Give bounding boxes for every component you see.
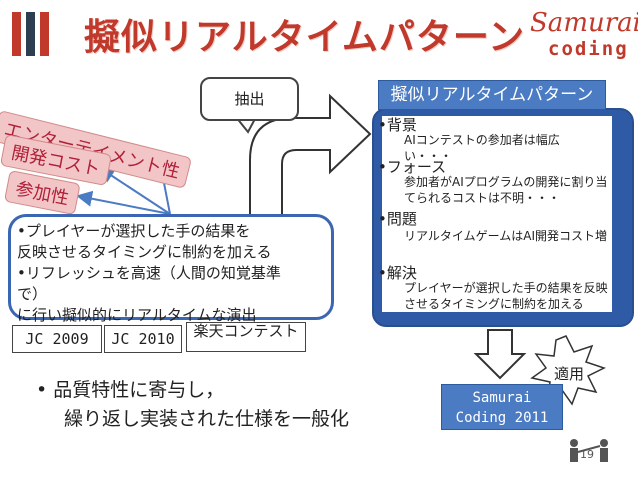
section-text-force: 参加者がAIプログラムの開発に割り当てられるコストは不明・・・ <box>404 175 608 205</box>
section-heading-solution: •解決 <box>378 264 417 282</box>
section-text-problem: リアルタイムゲームはAI開発コスト増 <box>404 229 608 243</box>
bottom-bullet-line2: 繰り返し実装された仕様を一般化 <box>64 408 350 430</box>
description-line: •リフレッシュを高速（人間の知覚基準 <box>17 264 281 282</box>
description-line: •プレイヤーが選択した手の結果を <box>17 222 251 240</box>
pattern-panel: •背景 AIコンテストの参加者は幅広い・・・ •フォース 参加者がAIプログラム… <box>372 108 634 327</box>
description-line: 反映させるタイミングに制約を加える <box>17 243 272 261</box>
apply-label: 適用 <box>554 365 585 383</box>
pattern-description-box: •プレイヤーが選択した手の結果を 反映させるタイミングに制約を加える •リフレッ… <box>8 214 334 324</box>
extract-callout: 抽出 <box>200 77 299 121</box>
title-bar-1 <box>12 12 21 56</box>
contest-jc2009: JC 2009 <box>12 325 102 353</box>
description-line: で） <box>17 285 48 303</box>
contest-jc2010: JC 2010 <box>104 325 182 353</box>
logo-line1: Samurai <box>530 8 638 38</box>
samurai-coding-logo: Samurai coding <box>530 8 638 62</box>
arrow-to-participation <box>76 190 171 215</box>
title-bar-2 <box>26 12 35 56</box>
section-text-solution: プレイヤーが選択した手の結果を反映させるタイミングに制約を加える <box>404 281 608 311</box>
bottom-bullet-line1: • 品質特性に寄与し， <box>36 379 225 401</box>
title-bar-3 <box>40 12 49 56</box>
samurai-box-line2: Coding 2011 <box>455 410 549 426</box>
description-line: に行い擬似的にリアルタイムな演出 <box>17 306 257 324</box>
section-heading-background: •背景 <box>378 116 417 134</box>
samurai-figures-icon <box>570 439 608 462</box>
section-heading-force: •フォース <box>378 158 447 176</box>
page-number: 19 <box>580 448 594 461</box>
slide-title: 擬似リアルタイムパターン <box>84 16 526 58</box>
samurai-box-line1: Samurai <box>472 390 532 406</box>
logo-line2: coding <box>548 38 629 60</box>
pattern-panel-content: •背景 AIコンテストの参加者は幅広い・・・ •フォース 参加者がAIプログラム… <box>378 116 612 312</box>
contest-rakuten: 楽天コンテスト <box>186 322 306 352</box>
down-arrow <box>473 329 527 380</box>
pattern-panel-title: 擬似リアルタイムパターン <box>378 80 606 110</box>
arrow-to-devcost <box>98 166 171 215</box>
section-heading-problem: •問題 <box>378 210 417 228</box>
bent-arrow <box>249 93 372 223</box>
samurai-coding-2011-box: Samurai Coding 2011 <box>441 384 563 430</box>
section-text-background: AIコンテストの参加者は幅広い・・・ <box>404 133 560 163</box>
